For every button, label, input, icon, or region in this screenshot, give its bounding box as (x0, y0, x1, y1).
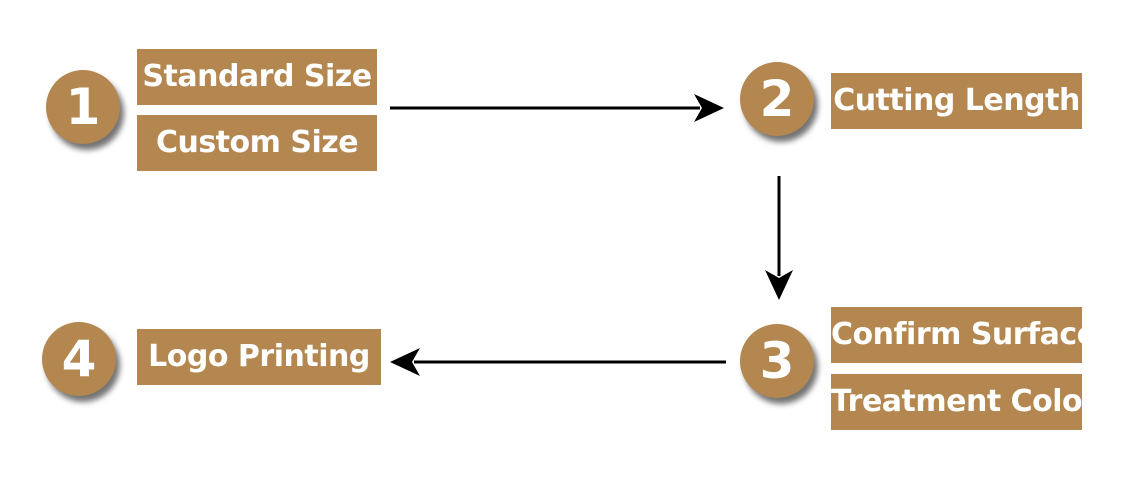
step-2-badge: 2 (740, 62, 814, 136)
step-4-badge: 4 (42, 322, 116, 396)
arrow-step3-to-step4 (390, 348, 726, 376)
step-4-label-logo-printing: Logo Printing (137, 329, 381, 385)
step-2-label-cutting-length: Cutting Length (831, 73, 1082, 129)
step-3-badge: 3 (740, 324, 814, 398)
step-1-label-standard-size: Standard Size (137, 49, 377, 105)
step-3-label-confirm-surface: Confirm Surface (831, 307, 1082, 363)
step-1-badge: 1 (46, 70, 120, 144)
step-3-label-treatment-color: Treatment Color (831, 374, 1082, 430)
arrow-step2-to-step3 (765, 176, 793, 300)
arrow-step1-to-step2 (390, 94, 724, 122)
step-1-label-custom-size: Custom Size (137, 115, 377, 171)
